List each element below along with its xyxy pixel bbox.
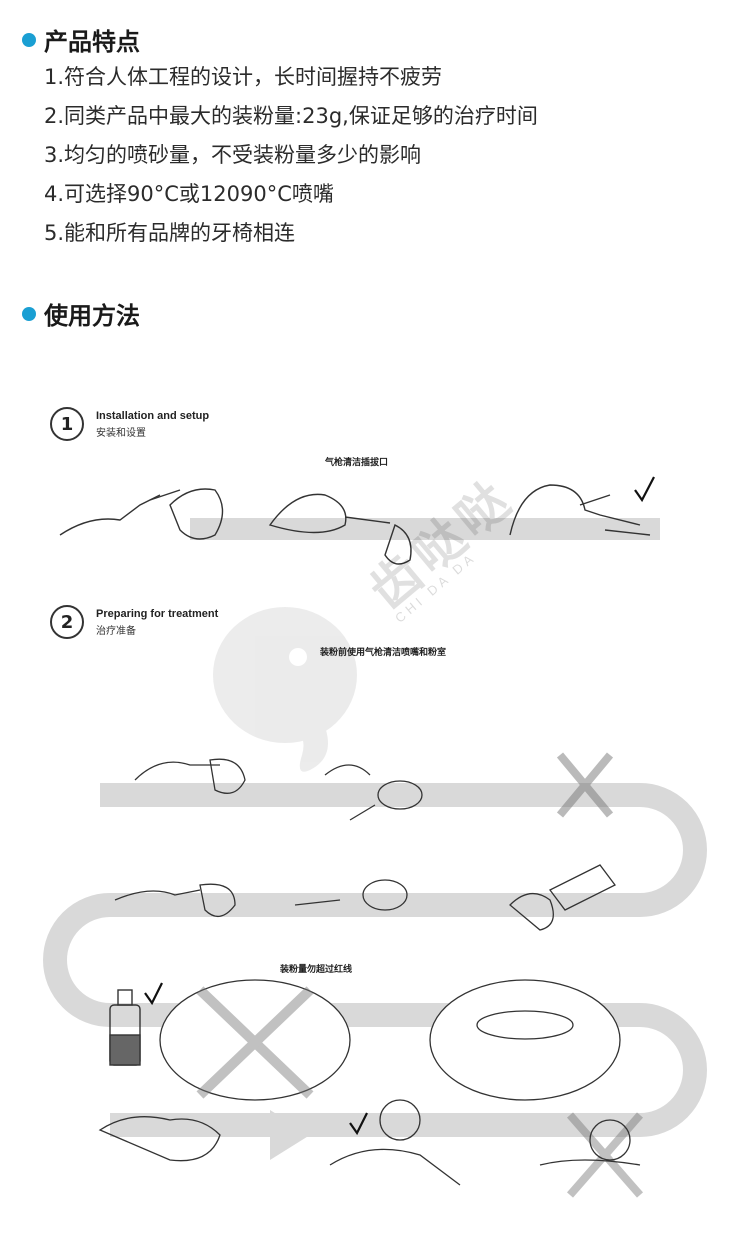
caption-fill-limit: 装粉量勿超过红线 bbox=[280, 965, 353, 975]
features-list: 1.符合人体工程的设计，长时间握持不疲劳 2.同类产品中最大的装粉量:23g,保… bbox=[44, 58, 538, 253]
powder-bottle-icon bbox=[109, 989, 141, 1066]
elephant-watermark-icon bbox=[213, 607, 357, 772]
handpiece-connected-icon bbox=[509, 484, 651, 536]
feature-item: 1.符合人体工程的设计，长时间握持不疲劳 bbox=[44, 65, 443, 89]
cross-wrong-icon bbox=[556, 752, 614, 818]
step-title-en: Installation and setup bbox=[96, 409, 210, 422]
diagram-graphics bbox=[43, 476, 707, 1198]
close-lid-icon bbox=[329, 1099, 461, 1186]
feature-item: 3.均匀的喷砂量，不受装粉量多少的影响 bbox=[44, 143, 422, 167]
path-arrow-icon bbox=[270, 1110, 310, 1160]
step-2: 2 Preparing for treatment 治疗准备 bbox=[50, 605, 218, 639]
clean-chamber-2-icon bbox=[294, 879, 408, 911]
bullet-dot-icon bbox=[22, 32, 36, 47]
handpiece-airgun-icon bbox=[268, 493, 412, 565]
features-header: 产品特点 bbox=[22, 22, 140, 57]
features-title: 产品特点 bbox=[44, 28, 140, 56]
usage-header: 使用方法 bbox=[22, 296, 140, 331]
clean-nozzle-2-icon bbox=[114, 883, 236, 917]
step-1: 1 Installation and setup 安装和设置 bbox=[50, 407, 209, 441]
cross-wrong-icon bbox=[196, 986, 314, 1099]
step-number-circle: 2 bbox=[50, 605, 84, 639]
step1-band bbox=[190, 518, 660, 540]
step-title-en: Preparing for treatment bbox=[96, 607, 219, 620]
caption-airgun-port: 气枪清洁插拔口 bbox=[325, 458, 389, 468]
bullet-dot-icon bbox=[22, 306, 36, 321]
fill-powder-icon bbox=[98, 1116, 221, 1162]
caption-clean-nozzle: 装粉前使用气枪清洁喷嘴和粉室 bbox=[320, 648, 447, 658]
step-number-circle: 1 bbox=[50, 407, 84, 441]
usage-title: 使用方法 bbox=[44, 302, 140, 330]
chamber-correct-icon bbox=[429, 979, 621, 1101]
step-title-zh: 安装和设置 bbox=[96, 427, 146, 439]
chamber-overfill-icon bbox=[159, 979, 351, 1101]
tilted-handpiece-icon bbox=[539, 1119, 641, 1166]
clean-chamber-icon bbox=[324, 764, 423, 821]
cross-wrong-icon bbox=[566, 1112, 644, 1198]
step-title-zh: 治疗准备 bbox=[96, 625, 136, 637]
checkmark-icon bbox=[634, 476, 655, 503]
feature-item: 2.同类产品中最大的装粉量:23g,保证足够的治疗时间 bbox=[44, 104, 538, 128]
pour-powder-icon bbox=[509, 864, 616, 931]
hand-connect-hose-icon bbox=[59, 488, 224, 540]
feature-item: 4.可选择90°C或12090°C喷嘴 bbox=[44, 182, 334, 206]
checkmark-icon bbox=[349, 1112, 368, 1136]
step2-path bbox=[43, 783, 707, 1137]
checkmark-icon bbox=[144, 982, 163, 1006]
feature-item: 5.能和所有品牌的牙椅相连 bbox=[44, 221, 296, 245]
clean-nozzle-icon bbox=[134, 758, 246, 794]
usage-diagram: 1 Installation and setup 安装和设置 气枪清洁插拔口 2… bbox=[40, 395, 710, 1225]
